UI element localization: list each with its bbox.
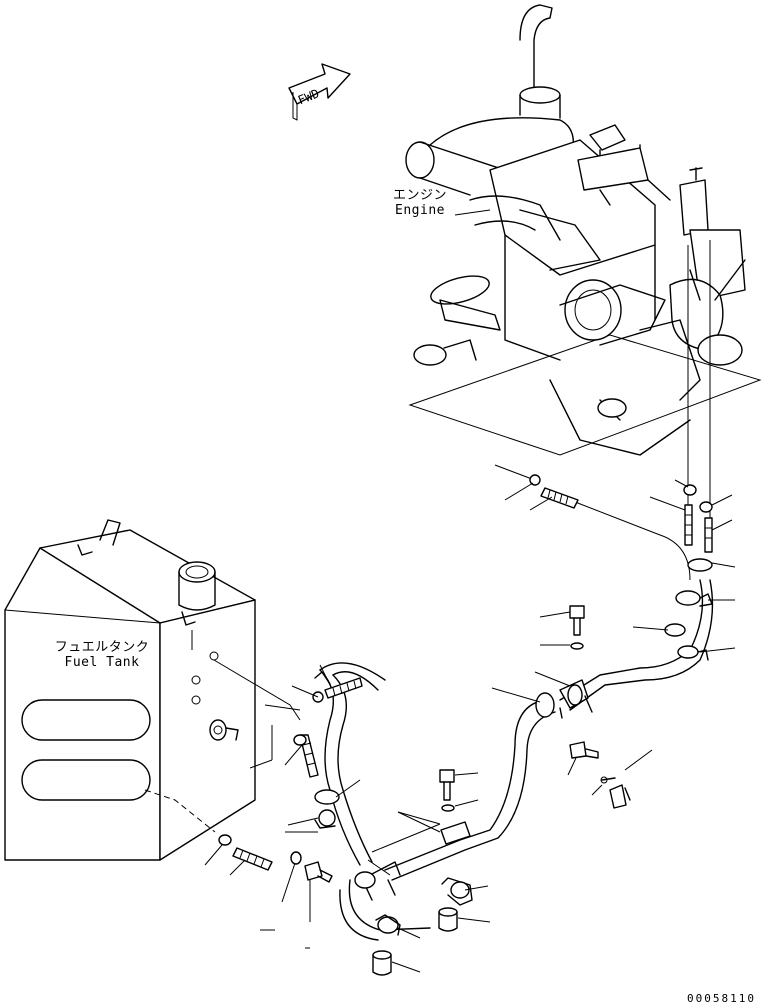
hoses	[218, 474, 713, 871]
engine-label-jp: エンジン	[392, 188, 447, 203]
fuel-lines	[144, 464, 711, 833]
fuel-tank-label-jp: フュエルタンク	[54, 640, 150, 655]
leader-lines	[204, 479, 736, 973]
fuel-tank	[4, 519, 256, 861]
engine-label-en: Engine	[395, 203, 445, 218]
drawing-code: 00058110	[687, 992, 756, 1005]
hardware	[290, 605, 599, 976]
fuel-tank-label-en: Fuel Tank	[64, 655, 140, 670]
fuel-tank-label: フュエルタンク Fuel Tank	[48, 640, 156, 670]
clamps-and-fittings	[314, 558, 713, 936]
fwd-arrow: FWD	[288, 63, 351, 121]
engine-label: エンジン Engine	[380, 188, 460, 218]
fuel-pipe-assembly	[319, 579, 714, 941]
engine	[405, 4, 762, 500]
